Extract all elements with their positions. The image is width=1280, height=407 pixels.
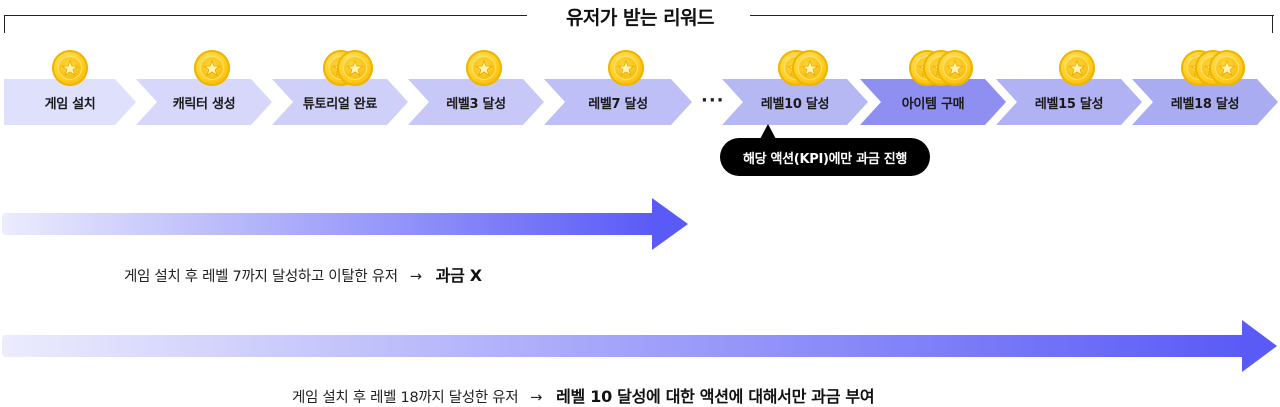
step-label: 레벨7 달성 [588, 96, 648, 112]
progress-arrow-level-7 [2, 198, 688, 250]
tooltip-text: 해당 액션(KPI)에만 과금 진행 [742, 151, 908, 167]
arrow-shaft [2, 213, 656, 235]
step-label: 레벨15 달성 [1034, 96, 1104, 112]
step-label: 튜토리얼 완료 [302, 96, 378, 112]
caption-desc: 게임 설치 후 레벨 7까지 달성하고 이탈한 유저 [124, 269, 398, 285]
star-coin-icon [466, 50, 502, 86]
star-coin-icon [1209, 50, 1245, 86]
diagram-title: 유저가 받는 리워드 [565, 7, 715, 29]
star-coin-icon [937, 50, 973, 86]
step-install: 게임 설치 [4, 79, 136, 125]
step-label: 레벨10 달성 [760, 96, 830, 112]
caption-result: 과금 X [435, 266, 482, 285]
step-tutorial-complete: 튜토리얼 완료 [272, 79, 408, 125]
star-coin-icon [1059, 50, 1095, 86]
tooltip-pointer [760, 124, 776, 139]
step-label: 게임 설치 [44, 96, 96, 112]
star-coin-icon [194, 50, 230, 86]
step-level-15: 레벨15 달성 [996, 79, 1142, 125]
star-coin-icon [337, 50, 373, 86]
ellipsis: ··· [701, 90, 725, 111]
progress-arrow-level-18 [2, 320, 1277, 372]
step-label: 레벨18 달성 [1170, 96, 1240, 112]
arrow-head [1242, 320, 1277, 372]
star-coin-icon [792, 50, 828, 86]
step-label: 아이템 구매 [901, 96, 965, 112]
step-label: 캐릭터 생성 [172, 96, 236, 112]
caption-result: 레벨 10 달성에 대한 액션에 대해서만 과금 부여 [556, 387, 875, 406]
step-label: 레벨3 달성 [446, 96, 506, 112]
step-item-purchase: 아이템 구매 [860, 79, 1006, 125]
step-create-character: 캐릭터 생성 [136, 79, 272, 125]
star-coin-icon [52, 50, 88, 86]
step-level-10: 레벨10 달성 [722, 79, 868, 125]
arrow-head [652, 198, 688, 250]
step-level-3: 레벨3 달성 [408, 79, 544, 125]
kpi-tooltip: 해당 액션(KPI)에만 과금 진행 [720, 124, 930, 176]
star-coin-icon [608, 50, 644, 86]
arrow-shaft [2, 335, 1246, 357]
caption-churned-user: 게임 설치 후 레벨 7까지 달성하고 이탈한 유저 → 과금 X [124, 262, 482, 286]
reward-bracket [4, 15, 1274, 35]
caption-level-18-user: 게임 설치 후 레벨 18까지 달성한 유저 → 레벨 10 달성에 대한 액션에 … [292, 383, 875, 407]
arrow-right-icon: → [409, 269, 422, 285]
arrow-right-icon: → [530, 390, 543, 406]
step-level-7: 레벨7 달성 [544, 79, 692, 125]
step-level-18: 레벨18 달성 [1132, 79, 1278, 125]
caption-desc: 게임 설치 후 레벨 18까지 달성한 유저 [292, 390, 519, 406]
